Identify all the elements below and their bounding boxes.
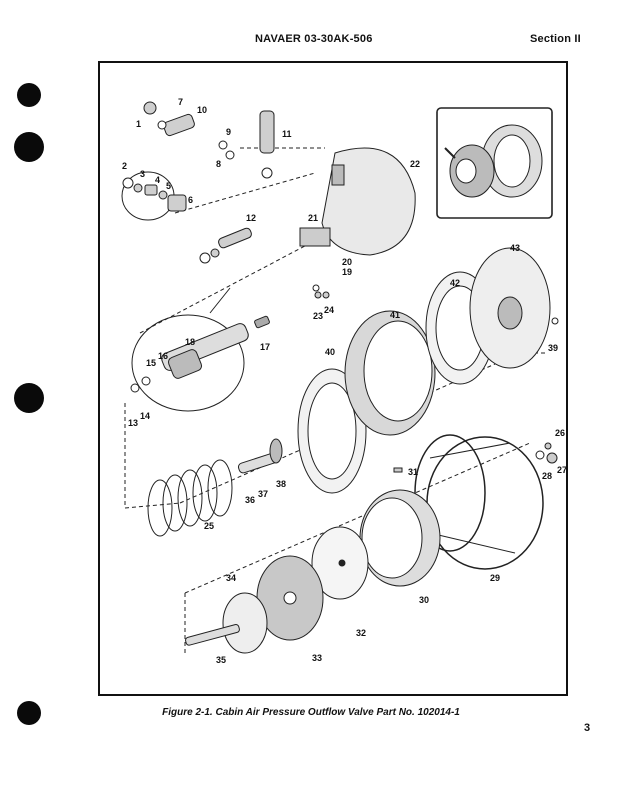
callout-3: 3 [140,169,145,179]
callout-1: 1 [136,119,141,129]
callout-11: 11 [282,129,292,139]
callout-34: 34 [226,573,236,583]
plate-43 [469,247,551,369]
callout-14: 14 [140,411,150,421]
callout-15: 15 [146,358,156,368]
callout-16: 16 [158,351,168,361]
callout-35: 35 [216,655,226,665]
spring-25 [147,459,233,537]
callout-26: 26 [555,428,565,438]
exploded-view-figure: 1 2 3 4 5 6 7 8 9 10 11 12 13 14 15 16 1… [98,61,568,696]
callout-27: 27 [557,465,566,475]
callout-25: 25 [204,521,214,531]
callout-7: 7 [178,97,183,107]
callout-labels: 1 2 3 4 5 6 7 8 9 10 11 12 13 14 15 16 1… [122,97,566,665]
exploded-view-drawing: 1 2 3 4 5 6 7 8 9 10 11 12 13 14 15 16 1… [121,97,566,665]
punch-hole-top [17,83,41,107]
plate-shaft [185,592,268,654]
callout-17: 17 [260,342,270,352]
callout-29: 29 [490,573,500,583]
callout-18: 18 [185,337,195,347]
callout-36: 36 [245,495,255,505]
callout-13: 13 [128,418,138,428]
fittings-group [121,101,330,299]
callout-38: 38 [276,479,286,489]
callout-8: 8 [216,159,221,169]
punch-hole-bottom [17,701,41,725]
punch-hole-upper [14,132,44,162]
callout-20: 20 [342,257,352,267]
callout-30: 30 [419,595,429,605]
diaphragm-33 [256,555,324,641]
dome-housing [299,147,416,256]
page-number: 3 [584,722,591,734]
pin-assembly [237,438,283,474]
callout-37: 37 [258,489,268,499]
callout-41: 41 [390,310,400,320]
callout-24: 24 [324,305,334,315]
callout-40: 40 [325,347,335,357]
callout-5: 5 [166,181,171,191]
callout-9: 9 [226,127,231,137]
figure-caption: Figure 2-1. Cabin Air Pressure Outflow V… [162,707,460,718]
callout-6: 6 [188,195,193,205]
callout-43: 43 [510,243,520,253]
callout-39: 39 [548,343,558,353]
callout-10: 10 [197,105,207,115]
callout-21: 21 [308,213,318,223]
disc-32 [311,526,369,600]
stem-detail [130,287,270,412]
callout-42: 42 [450,278,460,288]
callout-4: 4 [155,175,160,185]
callout-32: 32 [356,628,366,638]
callout-31: 31 [408,467,418,477]
punch-hole-lower [14,383,44,413]
ring-41 [344,310,436,436]
callout-2: 2 [122,161,127,171]
callout-22: 22 [410,159,420,169]
callout-28: 28 [542,471,552,481]
callout-19: 19 [342,267,352,277]
section-label: Section II [530,33,581,45]
inset-view [436,107,553,219]
callout-23: 23 [313,311,323,321]
doc-number: NAVAER 03-30AK-506 [255,33,373,45]
callout-33: 33 [312,653,322,663]
small-hardware [314,291,559,473]
cylinder-30 [359,489,441,587]
callout-12: 12 [246,213,256,223]
